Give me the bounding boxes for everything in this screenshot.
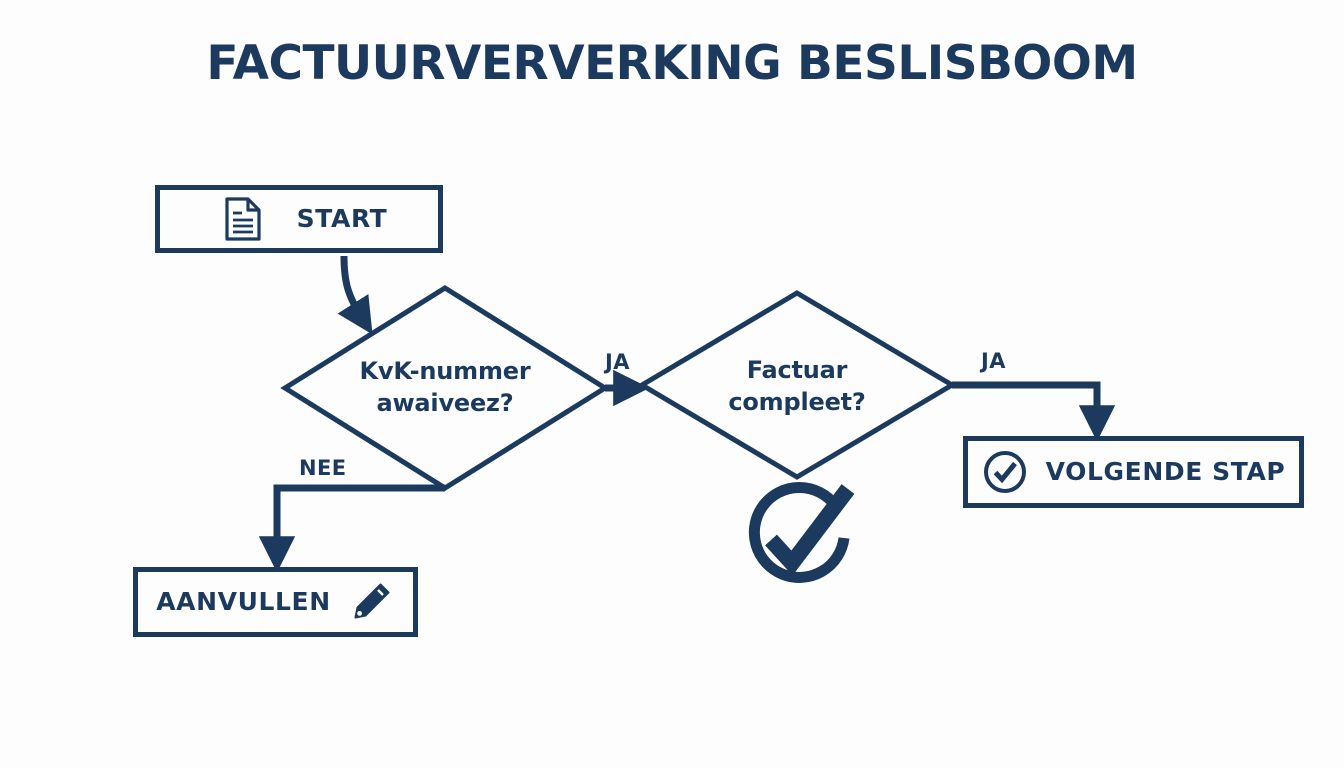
node-volgende-stap[interactable] xyxy=(963,436,1304,508)
decision-kvk-line2: awaiveez? xyxy=(376,389,514,418)
circle-check-icon-large xyxy=(748,482,855,583)
node-volgende-stap-content: VOLGENDE STAP xyxy=(963,436,1304,508)
edge-label-kvk-nee: NEE xyxy=(299,456,347,480)
decision-factuur-line2: compleet? xyxy=(728,388,866,417)
decision-factuur-line1: Factuar xyxy=(746,356,848,384)
edge-factuur-ja xyxy=(952,381,1116,442)
node-start-content: START xyxy=(155,185,443,253)
node-aanvullen[interactable] xyxy=(133,567,418,637)
circle-check-icon xyxy=(982,449,1028,495)
edge-kvk-nee xyxy=(258,484,445,573)
node-volgende-stap-label: VOLGENDE STAP xyxy=(1045,457,1286,487)
node-aanvullen-content: AANVULLEN xyxy=(133,567,418,637)
pencil-icon xyxy=(347,578,395,626)
page-title: FACTUURVERVERKING BESLISBOOM xyxy=(206,36,1138,91)
decision-diamond-factuur-label: Factuar compleet? xyxy=(642,356,952,417)
decision-kvk-line1: KvK-nummer xyxy=(359,357,531,385)
node-aanvullen-label: AANVULLEN xyxy=(156,587,331,617)
node-start[interactable] xyxy=(155,185,443,253)
decision-diamond-factuur[interactable] xyxy=(637,290,957,480)
edge-label-kvk-ja: JA xyxy=(605,350,630,374)
decision-diamond-kvk-label: KvK-nummer awaiveez? xyxy=(285,357,605,418)
node-start-label: START xyxy=(296,204,388,234)
edge-start-to-kvk xyxy=(337,255,373,335)
edge-label-factuur-ja: JA xyxy=(981,349,1006,373)
document-icon xyxy=(223,196,263,242)
